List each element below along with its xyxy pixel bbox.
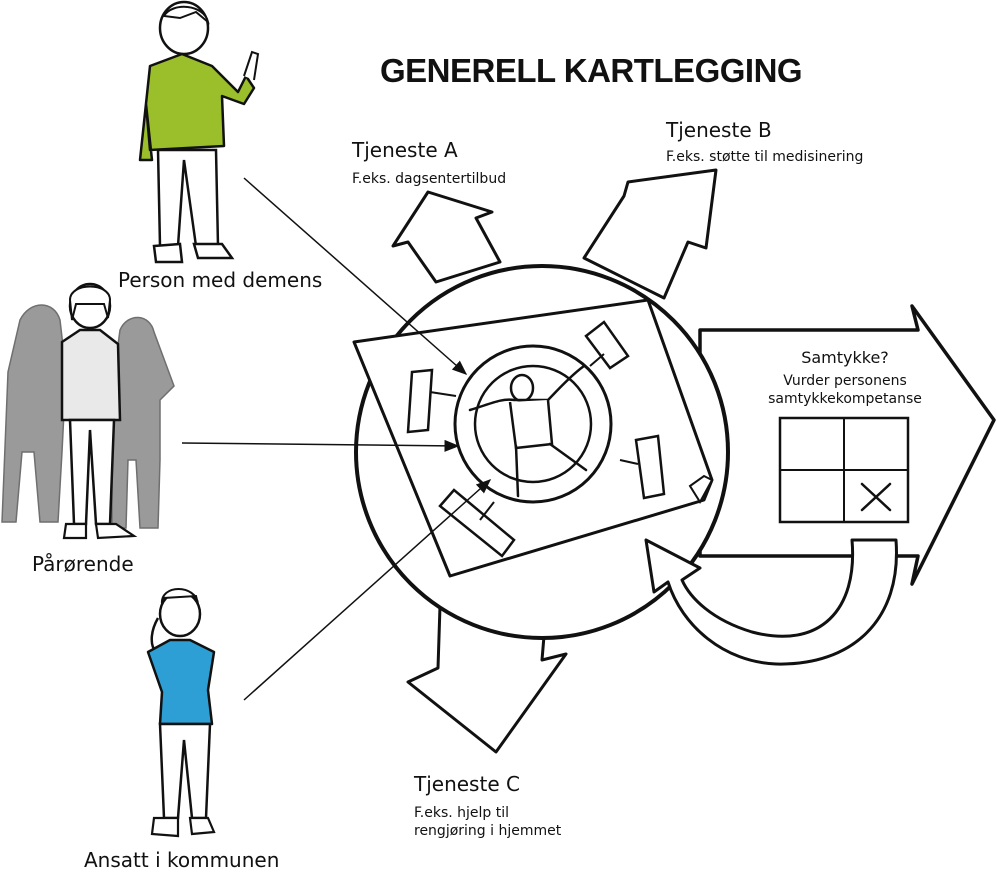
tjeneste-a-label: Tjeneste A bbox=[352, 138, 458, 162]
tjeneste-a-example: F.eks. dagsentertilbud bbox=[352, 171, 507, 187]
consent-checkbox-grid bbox=[778, 416, 910, 524]
return-loop-arrow bbox=[644, 538, 898, 666]
pointer-relatives bbox=[181, 439, 460, 452]
relatives-figure bbox=[1, 282, 175, 540]
person-with-dementia-figure bbox=[138, 0, 260, 264]
tjeneste-b-label: Tjeneste B bbox=[666, 118, 772, 142]
municipal-employee-figure bbox=[146, 588, 216, 838]
arrow-tjeneste-b bbox=[582, 168, 718, 300]
tjeneste-c-example-line2: rengjøring i hjemmet bbox=[414, 823, 562, 839]
consent-question: Samtykke? bbox=[801, 348, 889, 367]
pointer-person bbox=[243, 177, 468, 375]
page-title: GENERELL KARTLEGGING bbox=[380, 52, 803, 89]
tjeneste-c-label: Tjeneste C bbox=[414, 772, 520, 796]
tjeneste-b-example: F.eks. støtte til medisinering bbox=[666, 149, 864, 165]
arrow-tjeneste-a bbox=[391, 190, 502, 284]
consent-line1: Vurder personens bbox=[783, 373, 907, 389]
consent-line2: samtykkekompetanse bbox=[768, 391, 922, 407]
tjeneste-c-example-line1: F.eks. hjelp til bbox=[414, 805, 510, 821]
municipal-employee-label: Ansatt i kommunen bbox=[84, 848, 280, 872]
relatives-label: Pårørende bbox=[32, 552, 134, 576]
pointer-employee bbox=[243, 479, 492, 701]
person-with-dementia-label: Person med demens bbox=[118, 268, 323, 292]
assessment-map bbox=[352, 298, 714, 578]
